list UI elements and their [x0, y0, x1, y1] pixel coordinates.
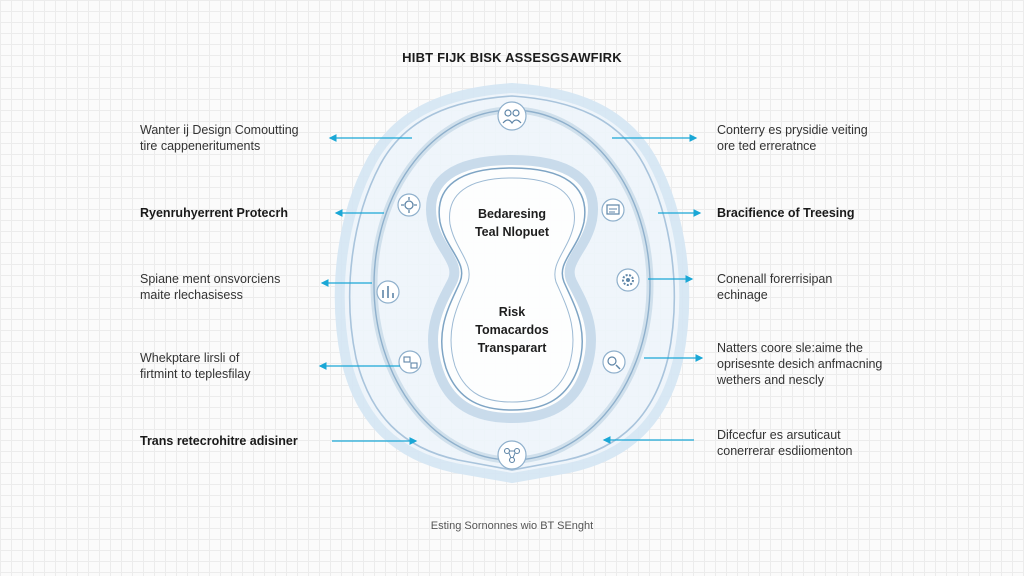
left-label-4: Whekptare lirsli of firtmint to teplesfi… [140, 350, 250, 382]
gear-icon [616, 268, 640, 292]
right-label-1-line-1: Conterry es prysidie veiting [717, 123, 868, 137]
inner-hourglass-line [438, 167, 586, 411]
right-label-5-line-1: Difcecfur es arsuticaut [717, 428, 841, 442]
right-label-2: Bracifience of Treesing [717, 205, 855, 221]
left-label-3: Spiane ment onsvorciens maite rlechasise… [140, 271, 280, 303]
left-label-3-line-1: Spiane ment onsvorciens [140, 272, 281, 286]
left-label-4-line-2: firtmint to teplesfilay [140, 367, 251, 381]
left-label-1: Wanter ij Design Comoutting tire cappene… [140, 122, 299, 154]
center-upper-line-2: Teal Nlopuet [474, 225, 550, 239]
right-label-4-line-1: Natters coore sle:aime the [717, 341, 863, 355]
right-label-4: Natters coore sle:aime the oprisesnte de… [717, 340, 882, 388]
right-label-1-line-2: ore ted erreratnce [717, 139, 817, 153]
right-label-3-line-1: Conenall forerrisipan [717, 272, 833, 286]
left-label-4-line-1: Whekptare lirsli of [140, 351, 240, 365]
center-lower-line-2: Tomacardos [475, 323, 549, 337]
settings-icon-2 [602, 350, 626, 374]
center-upper-text: Bedaresing Teal Nlopuet [432, 205, 592, 241]
left-label-2: Ryenruhyerrent Protecrh [140, 205, 288, 221]
left-label-5: Trans retecrohitre adisiner [140, 433, 298, 449]
right-label-4-line-2: oprisesnte desich anfmacning [717, 357, 883, 371]
right-label-3-line-2: echinage [717, 288, 768, 302]
chart-icon [376, 280, 400, 304]
right-label-4-line-3: wethers and nescly [717, 373, 825, 387]
network-icon [497, 440, 527, 470]
right-label-5: Difcecfur es arsuticaut conerrerar esdii… [717, 427, 853, 459]
outer-ring [348, 95, 676, 471]
diagram-title: HIBT FIJK BISK ASSESGSAWFIRK [402, 50, 622, 65]
process-icon [398, 350, 422, 374]
inner-hourglass-line-2 [449, 177, 575, 403]
left-label-3-line-2: maite rlechasisess [140, 288, 243, 302]
center-lower-line-3: Transparart [477, 341, 547, 355]
settings-icon [397, 193, 421, 217]
inner-hourglass [426, 154, 598, 424]
document-icon [601, 198, 625, 222]
right-label-1: Conterry es prysidie veiting ore ted err… [717, 122, 868, 154]
left-label-2-line-1: Ryenruhyerrent Protecrh [140, 206, 288, 220]
right-label-3: Conenall forerrisipan echinage [717, 271, 832, 303]
right-label-5-line-2: conerrerar esdiiomenton [717, 444, 853, 458]
center-upper-line-1: Bedaresing [477, 207, 547, 221]
team-icon [497, 101, 527, 131]
left-label-5-line-1: Trans retecrohitre adisiner [140, 434, 298, 448]
center-lower-text: Risk Tomacardos Transparart [432, 303, 592, 357]
footer-caption: Esting Sornonnes wio BT SEnght [430, 520, 594, 532]
right-label-2-line-1: Bracifience of Treesing [717, 206, 855, 220]
left-label-1-line-2: tire cappenerituments [140, 139, 261, 153]
left-label-1-line-1: Wanter ij Design Comoutting [140, 123, 299, 137]
center-lower-line-1: Risk [498, 305, 526, 319]
